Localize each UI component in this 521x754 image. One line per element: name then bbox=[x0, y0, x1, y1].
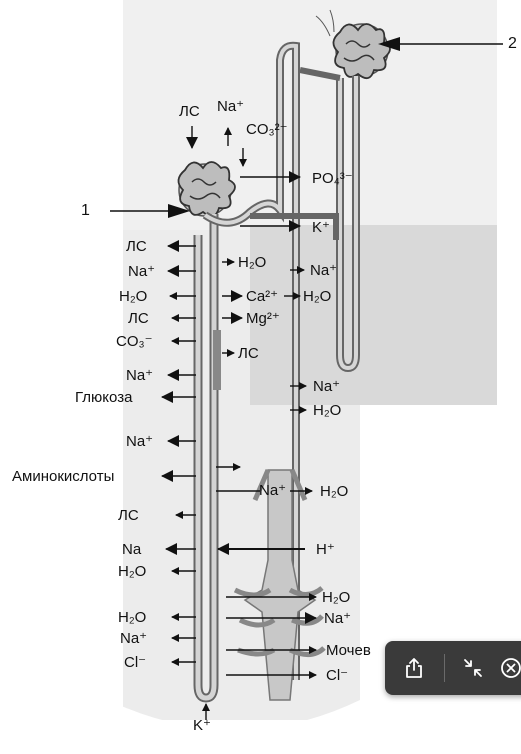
label-right-h: H⁺ bbox=[316, 542, 335, 557]
glomerulus-1 bbox=[178, 162, 235, 216]
label-mid-lc: ЛС bbox=[238, 346, 259, 361]
label-left-glucose: Глюкоза bbox=[75, 390, 132, 405]
label-left-na-1: Na⁺ bbox=[128, 264, 155, 279]
label-mid-na-duct: Na⁺ bbox=[259, 483, 286, 498]
callout-1-number: 1 bbox=[81, 203, 90, 218]
label-left-h2o-2: H₂O bbox=[118, 564, 146, 579]
label-mid-ca: Ca²⁺ bbox=[246, 289, 278, 304]
label-right-h2o-2: H₂O bbox=[313, 403, 341, 418]
label-mid-mg: Mg²⁺ bbox=[246, 311, 280, 326]
label-mid-k-bottom: K⁺ bbox=[193, 718, 211, 733]
label-left-h2o-1: H₂O bbox=[119, 289, 147, 304]
label-right-na-3: Na⁺ bbox=[324, 611, 351, 626]
label-top-lc: ЛС bbox=[179, 104, 200, 119]
label-right-h2o-4: H₂O bbox=[322, 590, 350, 605]
label-left-lc-3: ЛС bbox=[118, 508, 139, 523]
label-top-na: Na⁺ bbox=[217, 99, 244, 114]
callout-2-number: 2 bbox=[508, 36, 517, 51]
share-button[interactable] bbox=[388, 641, 440, 695]
label-right-na-2: Na⁺ bbox=[313, 379, 340, 394]
label-mid-h2o: H₂O bbox=[238, 255, 266, 270]
label-left-na-3: Na⁺ bbox=[126, 434, 153, 449]
label-left-na-2: Na⁺ bbox=[126, 368, 153, 383]
label-top-co3: CO₃²⁻ bbox=[246, 122, 288, 137]
label-right-urine: Мочев bbox=[326, 643, 371, 658]
label-right-h2o-1: H₂O bbox=[303, 289, 331, 304]
label-top-k: K⁺ bbox=[312, 220, 330, 235]
label-left-h2o-3: H₂O bbox=[118, 610, 146, 625]
label-left-lc-1: ЛС bbox=[126, 239, 147, 254]
close-button[interactable] bbox=[493, 641, 521, 695]
label-left-co3: CO₃⁻ bbox=[116, 334, 153, 349]
label-right-cl: Cl⁻ bbox=[326, 668, 348, 683]
label-left-lc-2: ЛС bbox=[128, 311, 149, 326]
label-left-na-5: Na⁺ bbox=[120, 631, 147, 646]
label-left-na-4: Na bbox=[122, 542, 141, 557]
label-left-amino-acids: Аминокислоты bbox=[12, 469, 114, 484]
label-right-na-1: Na⁺ bbox=[310, 263, 337, 278]
label-left-cl: Cl⁻ bbox=[124, 655, 146, 670]
toolbar-divider bbox=[444, 654, 445, 682]
collapse-icon bbox=[462, 657, 484, 679]
label-top-po4: PO₄³⁻ bbox=[312, 171, 353, 186]
collapse-button[interactable] bbox=[447, 641, 499, 695]
label-right-h2o-3: H₂O bbox=[320, 484, 348, 499]
image-toolbar bbox=[385, 641, 521, 695]
share-icon bbox=[404, 657, 424, 679]
close-icon bbox=[499, 656, 521, 680]
